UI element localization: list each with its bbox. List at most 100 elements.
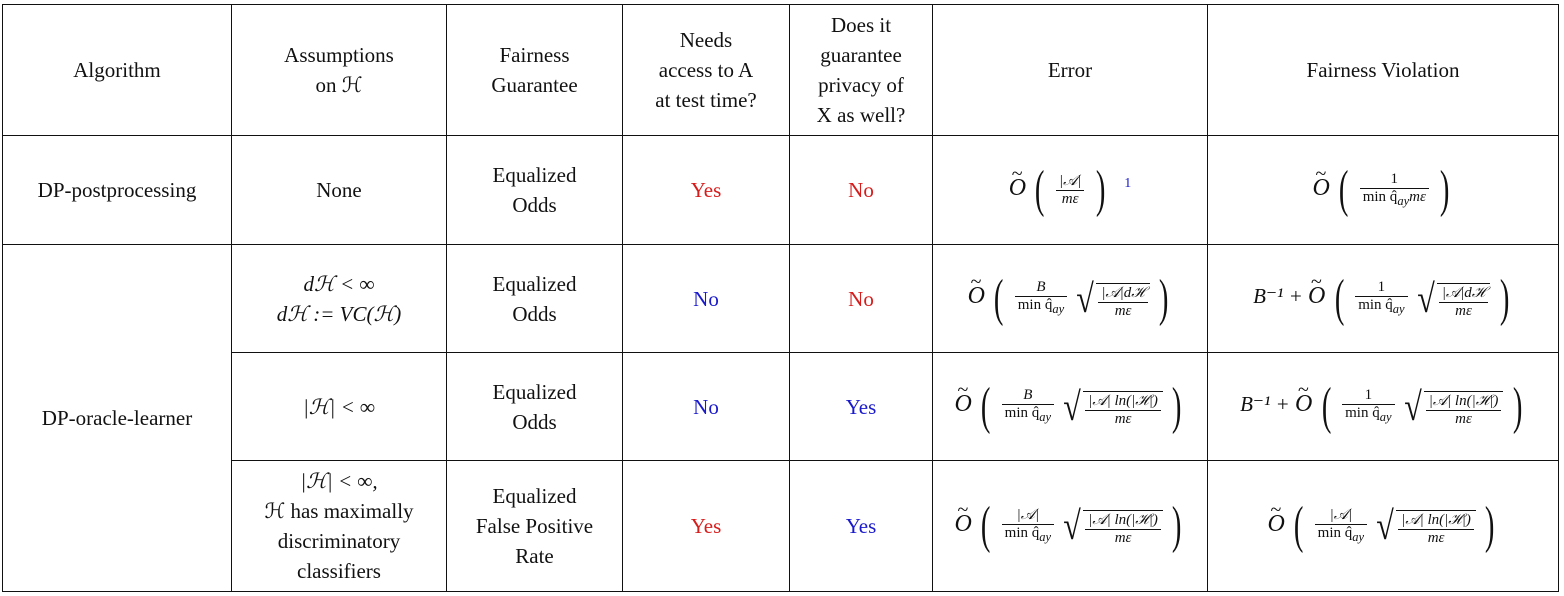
header-line: Needs [679, 28, 733, 52]
assumption-line: dℋ := VC(ℋ) [276, 301, 402, 326]
right-paren: ) [1158, 269, 1169, 327]
otilde-symbol: O [955, 495, 972, 539]
radicand: |𝒜| ln(|ℋ|)mε [1396, 510, 1476, 548]
footnote-link[interactable]: 1 [1124, 175, 1132, 191]
denominator: min q̂ay [1002, 525, 1054, 546]
cell-privacy: Yes [789, 352, 933, 461]
square-root: √|𝒜| ln(|ℋ|)mε [1061, 504, 1163, 548]
numerator: B [1014, 279, 1068, 297]
cell-algorithm: DP-oracle-learner [2, 244, 232, 592]
fairness-line: Equalized [492, 379, 577, 404]
assumption-line: dℋ < ∞ [303, 271, 375, 296]
denominator: min q̂ay [1355, 297, 1407, 318]
fairness-line: Odds [512, 193, 557, 217]
square-root: √|𝒜| ln(|ℋ|)mε [1402, 383, 1504, 429]
min-q: min q̂ [1317, 524, 1353, 541]
fraction: |𝒜|min q̂ay [1314, 507, 1368, 546]
cell-privacy: Yes [789, 460, 933, 592]
right-paren: ) [1095, 161, 1106, 218]
fraction: |𝒜|min q̂ay [1001, 507, 1055, 546]
header-algorithm-label: Algorithm [73, 58, 161, 82]
right-paren: ) [1440, 161, 1450, 218]
error-formula: O ( |𝒜|min q̂ay √|𝒜| ln(|ℋ|)mε ) [955, 495, 1186, 552]
m-eps: mε [1409, 188, 1426, 205]
fairness-line: Odds [512, 301, 557, 326]
right-paren: ) [1499, 269, 1509, 327]
radical-sign: √ [1376, 503, 1395, 548]
otilde-symbol: O [1268, 495, 1285, 539]
cell-needs-access: Yes [622, 460, 790, 592]
subscript-ay: ay [1379, 410, 1392, 424]
fairness-violation-formula: O ( |𝒜|min q̂ay √|𝒜| ln(|ℋ|)mε ) [1268, 495, 1499, 552]
radical-sign: √ [1063, 383, 1082, 429]
assumption-line: None [316, 178, 362, 202]
numerator: |𝒜| [1055, 173, 1085, 191]
subscript-ay: ay [1052, 302, 1065, 316]
denominator: mε [1114, 302, 1132, 319]
header-error: Error [932, 4, 1208, 136]
right-paren: ) [1172, 377, 1182, 435]
header-line: on ℋ [315, 73, 363, 97]
square-root: √|𝒜| ln(|ℋ|)mε [1061, 383, 1163, 429]
header-line: privacy of [818, 73, 904, 97]
cell-error: O ( |𝒜|min q̂ay √|𝒜| ln(|ℋ|)mε ) [932, 460, 1208, 592]
otilde-symbol: O [1009, 159, 1026, 203]
left-paren: ( [1334, 269, 1345, 327]
left-paren: ( [1339, 161, 1349, 218]
privacy-value: No [848, 286, 874, 311]
min-q: min q̂ [1345, 405, 1380, 421]
min-q: min q̂ [1362, 188, 1398, 205]
numerator: |𝒜|dℋ [1438, 285, 1489, 303]
fairness-line: Odds [512, 409, 557, 434]
cell-fairness: Equalized Odds [446, 352, 623, 461]
denominator: min q̂ay [1002, 405, 1054, 426]
otilde-symbol: O [1308, 267, 1325, 311]
cell-assumptions: dℋ < ∞ dℋ := VC(ℋ) [231, 244, 447, 353]
radicand: |𝒜| ln(|ℋ|)mε [1423, 390, 1504, 429]
numerator: |𝒜| [1314, 507, 1368, 525]
header-line: X as well? [816, 103, 906, 127]
fairness-line: False Positive [475, 514, 594, 538]
header-line: Does it [830, 13, 892, 37]
radical-sign: √ [1403, 383, 1422, 429]
needs-access-value: Yes [690, 514, 722, 538]
cell-fairness: Equalized Odds [446, 244, 623, 353]
header-line: Fairness [499, 43, 570, 67]
right-paren: ) [1485, 497, 1495, 554]
privacy-value: No [848, 178, 874, 202]
radical-sign: √ [1063, 503, 1082, 548]
header-assumptions: Assumptions on ℋ [231, 4, 447, 136]
header-line: at test time? [655, 88, 757, 112]
header-algorithm: Algorithm [2, 4, 232, 136]
needs-access-value: No [693, 394, 719, 419]
cell-fairness: Equalized False Positive Rate [446, 460, 623, 592]
numerator: |𝒜| [1001, 507, 1055, 525]
subscript-ay: ay [1352, 529, 1365, 544]
privacy-value: Yes [845, 394, 877, 419]
square-root: √|𝒜| ln(|ℋ|)mε [1374, 504, 1476, 548]
fairness-line: Equalized [492, 484, 577, 508]
fraction: |𝒜| ln(|ℋ|)mε [1085, 512, 1161, 547]
radical-sign: √ [1417, 275, 1435, 321]
denominator: mε [1427, 530, 1445, 546]
otilde-symbol: O [1313, 159, 1330, 203]
cell-fairness-violation: O ( |𝒜|min q̂ay √|𝒜| ln(|ℋ|)mε ) [1207, 460, 1559, 592]
left-paren: ( [994, 269, 1004, 327]
radicand: |𝒜| ln(|ℋ|)mε [1083, 510, 1163, 548]
denominator: min q̂aymε [1360, 189, 1429, 210]
assumption-line: |ℋ| < ∞ [303, 394, 375, 419]
denominator: mε [1061, 190, 1079, 207]
